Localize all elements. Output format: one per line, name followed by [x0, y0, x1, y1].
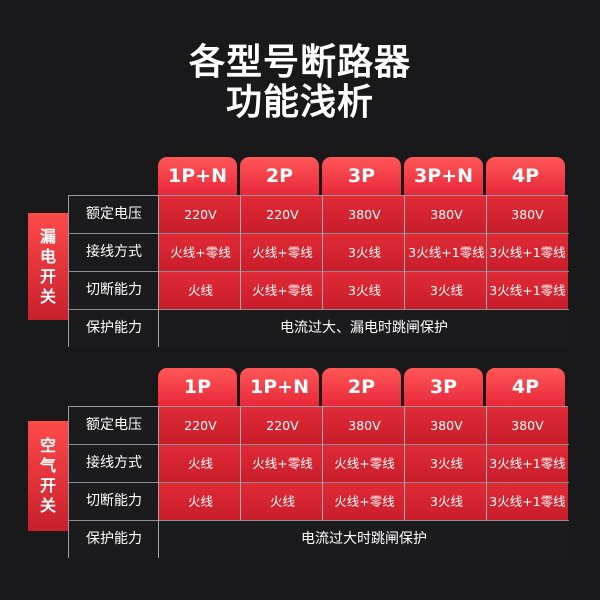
air-switch-section: 1P 1P+N 2P 3P 4P 空 气 开 关 额定电压 220V 220V …: [0, 368, 600, 558]
table-cell: 3火线+1零线: [487, 272, 568, 309]
table-cell: 3火线: [405, 445, 488, 482]
table-row: 切断能力 火线 火线 火线+零线 3火线 3火线+1零线: [69, 483, 569, 520]
divider: [69, 271, 569, 272]
model-header-3p: 3P: [322, 157, 401, 195]
table-cell: 火线: [159, 483, 242, 520]
divider: [69, 309, 569, 310]
row-label: 接线方式: [69, 445, 159, 482]
row-label: 切断能力: [69, 483, 159, 520]
row-label: 保护能力: [69, 310, 159, 347]
table-row: 保护能力 电流过大时跳闸保护: [69, 521, 569, 558]
table-cell: 3火线+1零线: [487, 445, 568, 482]
row-label: 额定电压: [69, 196, 159, 233]
table-cell: 380V: [323, 196, 406, 233]
spec-table: 额定电压 220V 220V 380V 380V 380V 接线方式 火线+零线…: [68, 195, 569, 347]
table-cell: 380V: [405, 407, 488, 444]
table-cell: 380V: [487, 407, 568, 444]
divider: [404, 196, 405, 309]
model-header-1p-n: 1P+N: [240, 368, 319, 406]
model-header-2p: 2P: [322, 368, 401, 406]
table-row: 接线方式 火线+零线 火线+零线 3火线 3火线+1零线 3火线+1零线: [69, 234, 569, 271]
table-cell: 火线+零线: [159, 234, 242, 271]
model-header-1p-n: 1P+N: [158, 157, 237, 195]
table-cell: 380V: [323, 407, 406, 444]
spec-table: 额定电压 220V 220V 380V 380V 380V 接线方式 火线 火线…: [68, 406, 569, 558]
divider: [158, 196, 159, 347]
divider: [322, 407, 323, 520]
row-label: 额定电压: [69, 407, 159, 444]
table-cell: 火线: [159, 445, 242, 482]
divider: [322, 196, 323, 309]
table-row: 接线方式 火线 火线+零线 火线+零线 3火线 3火线+1零线: [69, 445, 569, 482]
side-label-air-switch: 空 气 开 关: [28, 421, 68, 531]
table-cell: 3火线+1零线: [405, 234, 488, 271]
table-row: 保护能力 电流过大、漏电时跳闸保护: [69, 310, 569, 347]
table-cell: 220V: [159, 196, 242, 233]
row-label: 保护能力: [69, 521, 159, 558]
table-cell: 火线: [159, 272, 242, 309]
table-cell: 火线+零线: [241, 445, 324, 482]
table-cell: 火线: [241, 483, 324, 520]
table-cell: 380V: [405, 196, 488, 233]
table-cell: 火线+零线: [241, 272, 324, 309]
table-cell: 3火线+1零线: [487, 483, 568, 520]
divider: [404, 407, 405, 520]
divider: [69, 233, 569, 234]
divider: [240, 196, 241, 309]
side-label-leakage-switch: 漏 电 开 关: [28, 213, 68, 320]
row-label: 切断能力: [69, 272, 159, 309]
table-cell: 3火线+1零线: [487, 234, 568, 271]
table-cell: 220V: [241, 407, 324, 444]
table-row: 切断能力 火线 火线+零线 3火线 3火线 3火线+1零线: [69, 272, 569, 309]
table-cell: 3火线: [405, 272, 488, 309]
model-header-3p: 3P: [404, 368, 483, 406]
page-title: 各型号断路器: [188, 42, 411, 83]
model-header-1p: 1P: [158, 368, 237, 406]
table-cell: 220V: [159, 407, 242, 444]
page-subtitle: 功能浅析: [225, 82, 374, 123]
table-cell: 3火线: [405, 483, 488, 520]
divider: [486, 407, 487, 520]
divider: [486, 196, 487, 309]
leakage-switch-section: 1P+N 2P 3P 3P+N 4P 漏 电 开 关 额定电压 220V 220…: [0, 157, 600, 347]
model-header-4p: 4P: [486, 157, 565, 195]
model-header-2p: 2P: [240, 157, 319, 195]
divider: [69, 482, 569, 483]
table-cell: 火线+零线: [241, 234, 324, 271]
table-cell: 火线+零线: [323, 483, 406, 520]
table-cell: 3火线: [323, 272, 406, 309]
divider: [69, 520, 569, 521]
table-row: 额定电压 220V 220V 380V 380V 380V: [69, 407, 569, 444]
table-row: 额定电压 220V 220V 380V 380V 380V: [69, 196, 569, 233]
table-cell: 380V: [487, 196, 568, 233]
divider: [69, 444, 569, 445]
protection-value: 电流过大、漏电时跳闸保护: [159, 310, 569, 347]
table-cell: 220V: [241, 196, 324, 233]
model-header-4p: 4P: [486, 368, 565, 406]
divider: [240, 407, 241, 520]
divider: [158, 407, 159, 558]
table-cell: 火线+零线: [323, 445, 406, 482]
model-header-3p-n: 3P+N: [404, 157, 483, 195]
row-label: 接线方式: [69, 234, 159, 271]
protection-value: 电流过大时跳闸保护: [159, 521, 569, 558]
table-cell: 3火线: [323, 234, 406, 271]
